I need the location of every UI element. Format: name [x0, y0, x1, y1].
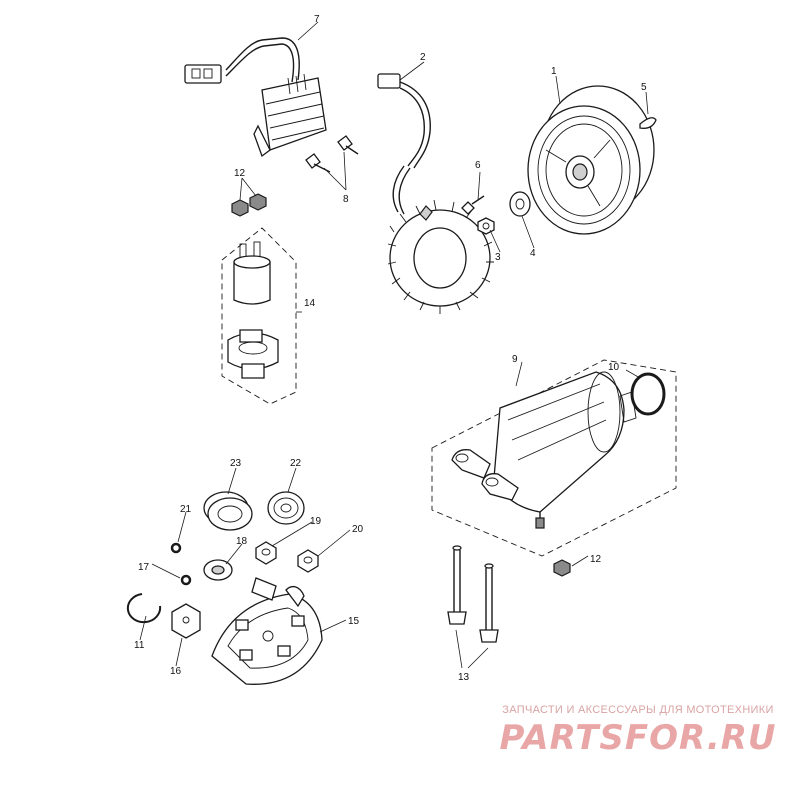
- callout-17: 17: [138, 562, 150, 573]
- callout-22: 22: [290, 458, 302, 469]
- callout-12-top: 12: [234, 168, 246, 179]
- part-3-nut: [477, 217, 495, 235]
- callout-23: 23: [230, 458, 242, 469]
- watermark: ЗАПЧАСТИ И АКСЕССУАРЫ ДЛЯ МОТОТЕХНИКИ PA…: [488, 704, 788, 758]
- callout-9: 9: [512, 354, 518, 365]
- part-20-nut: [297, 549, 319, 573]
- part-11-circlip: [127, 593, 162, 623]
- part-4-washer: [509, 191, 531, 217]
- part-18-oil-seal: [203, 559, 233, 581]
- part-15-brush-holder-plate: [211, 577, 323, 685]
- part-9-starter-motor: [431, 359, 677, 557]
- callout-13: 13: [458, 672, 470, 683]
- part-2-stator-lead: [377, 73, 431, 169]
- watermark-tagline: ЗАПЧАСТИ И АКСЕССУАРЫ ДЛЯ МОТОТЕХНИКИ: [502, 704, 774, 716]
- callout-2: 2: [420, 52, 426, 63]
- part-12-nuts-top: [231, 193, 267, 217]
- part-8-screws: [305, 135, 359, 173]
- watermark-brand-logo: PARTSFOR.RU: [499, 718, 777, 758]
- callout-8: 8: [343, 194, 349, 205]
- callout-15: 15: [348, 616, 360, 627]
- callout-21: 21: [180, 504, 192, 515]
- part-14-starter-relay: [221, 227, 297, 405]
- callout-1: 1: [551, 66, 557, 77]
- callout-3: 3: [495, 252, 501, 263]
- part-7-regulator-rectifier: [184, 37, 327, 158]
- callout-10: 10: [608, 362, 620, 373]
- callout-5: 5: [641, 82, 647, 93]
- part-6-screw: [461, 195, 485, 215]
- callout-11: 11: [134, 640, 145, 651]
- part-21-small-washer: [170, 542, 182, 554]
- callout-4: 4: [530, 248, 536, 259]
- callout-7: 7: [314, 14, 320, 25]
- part-13-long-bolts: [447, 545, 499, 643]
- callout-14: 14: [304, 298, 316, 309]
- callout-18: 18: [236, 536, 248, 547]
- part-19-nut: [255, 541, 277, 565]
- callout-19: 19: [310, 516, 322, 527]
- part-5-woodruff-key: [639, 117, 657, 129]
- part-10-o-ring: [630, 372, 666, 416]
- callout-6: 6: [475, 160, 481, 171]
- leader-lines: [139, 21, 649, 669]
- callout-20: 20: [352, 524, 364, 535]
- callout-16: 16: [170, 666, 182, 677]
- part-17-washer: [180, 574, 192, 586]
- part-16-terminal-block: [171, 603, 201, 639]
- part-stator-coil: [387, 165, 494, 314]
- callout-12-lower: 12: [590, 554, 602, 565]
- part-1-flywheel-rotor: [527, 85, 655, 235]
- part-12-nut-lower: [553, 559, 571, 577]
- part-22-bearing: [267, 491, 305, 525]
- part-23-bearing: [203, 491, 253, 531]
- callout-numbers: 7 2 1 5 6 3 4 8 12 14 9 10 12 13 23 22 2…: [134, 14, 647, 683]
